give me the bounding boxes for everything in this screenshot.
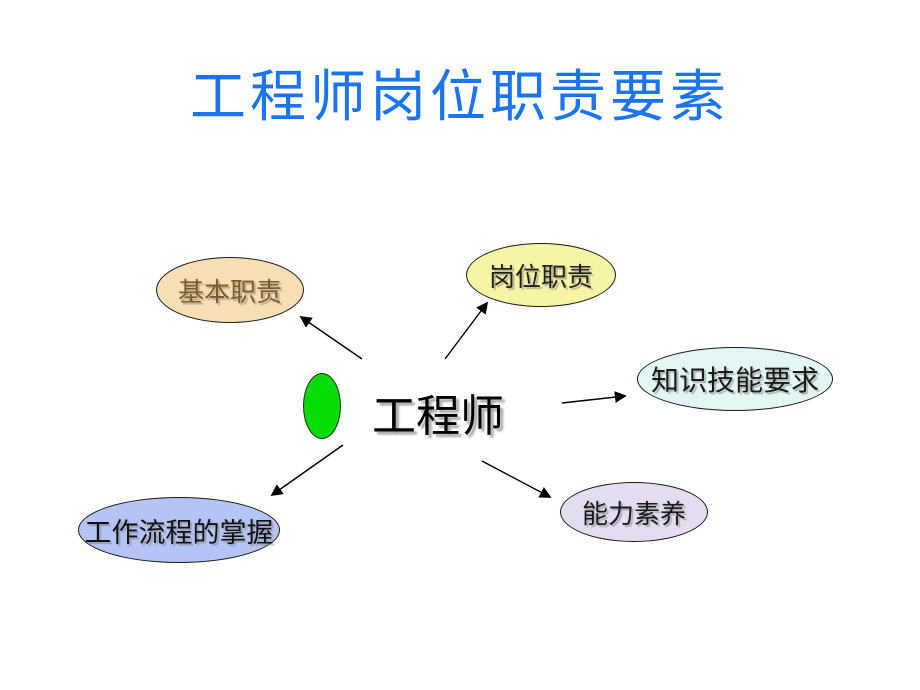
- arrow-center-to-ability-quality: [481, 460, 552, 498]
- arrow-center-to-knowledge-skills: [561, 391, 627, 404]
- ellipse-ability-quality-label: 能力素养: [581, 499, 686, 529]
- green-ellipse-icon: [303, 373, 341, 439]
- ellipse-basic-duties: 基本职责: [156, 257, 304, 323]
- arrow-center-to-basic-duties: [299, 315, 363, 360]
- ellipse-basic-duties-label: 基本职责: [177, 277, 282, 307]
- slide-title: 工程师岗位职责要素: [190, 67, 730, 129]
- ellipse-workflow-mastery-label: 工作流程的掌握: [84, 517, 274, 548]
- ellipse-post-duties-label: 岗位职责: [488, 262, 593, 292]
- arrow-center-to-post-duties: [444, 301, 489, 360]
- ellipse-knowledge-skills: 知识技能要求: [637, 347, 833, 411]
- center-node-label: 工程师: [372, 392, 504, 441]
- ellipse-post-duties: 岗位职责: [466, 243, 616, 307]
- ellipse-knowledge-skills-label: 知识技能要求: [650, 366, 819, 397]
- ellipse-ability-quality: 能力素养: [560, 482, 708, 542]
- arrow-center-to-workflow-mastery: [270, 444, 344, 497]
- ellipse-workflow-mastery: 工作流程的掌握: [78, 497, 280, 563]
